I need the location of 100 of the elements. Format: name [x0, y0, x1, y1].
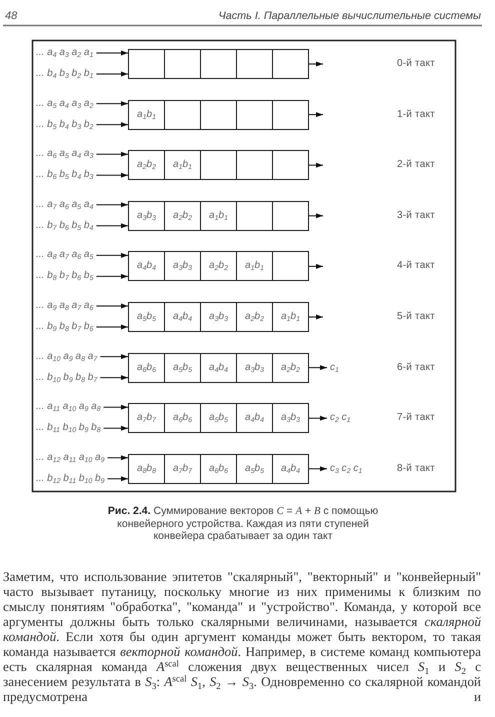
- pipeline-stage: a$_{7}$b$_{7}$: [128, 403, 165, 434]
- pipeline-stage: a$_{8}$b$_{8}$: [128, 454, 165, 484]
- clock-cycle-label: 5-й такт: [397, 311, 435, 323]
- input-sequence: ... b$_{8}$ b$_{7}$ b$_{6}$ b$_{5}$: [36, 270, 94, 282]
- arrow: [96, 202, 128, 208]
- running-header: Часть I. Параллельные вычислительные системы: [218, 10, 481, 22]
- pipeline-stage: a$_{6}$b$_{6}$: [200, 454, 237, 484]
- pipeline-stage: a$_{5}$b$_{5}$: [164, 352, 201, 383]
- pipeline-stage: a$_{3}$b$_{3}$: [200, 302, 237, 332]
- pipeline-stage: a$_{5}$b$_{5}$: [236, 454, 273, 484]
- arrow: [308, 213, 324, 218]
- pipeline-stage: a$_{5}$b$_{5}$: [128, 302, 165, 332]
- input-sequence: ... a$_{5}$ a$_{4}$ a$_{3}$ a$_{2}$: [36, 98, 94, 110]
- pipeline-stage: a$_{3}$b$_{3}$: [236, 352, 273, 383]
- arrow: [96, 172, 128, 178]
- pipeline-stage: a$_{4}$b$_{4}$: [164, 302, 201, 332]
- pipeline-stage: a$_{3}$b$_{3}$: [128, 200, 165, 231]
- arrow: [96, 252, 128, 258]
- output-sequence: c$_{1}$: [330, 362, 339, 374]
- clock-cycle-label: 1-й такт: [397, 108, 435, 121]
- pipeline-stage: a$_{3}$b$_{3}$: [272, 403, 309, 434]
- arrow: [308, 162, 324, 168]
- clock-cycle-label: 6-й такт: [397, 362, 435, 374]
- pipeline-stage: [272, 251, 309, 282]
- arrow: [96, 101, 128, 106]
- pipeline-stage: a$_{2}$b$_{2}$: [272, 352, 309, 383]
- pipeline-stage: a$_{2}$b$_{2}$: [164, 200, 201, 231]
- pipeline-stage: [272, 200, 309, 231]
- pipeline-stage: [128, 49, 165, 79]
- pipeline-stage: [272, 49, 309, 79]
- arrow: [308, 466, 328, 472]
- input-sequence: ... b$_{7}$ b$_{6}$ b$_{5}$ b$_{4}$: [36, 220, 94, 232]
- arrow: [308, 62, 324, 66]
- clock-cycle-label: 0-й такт: [397, 58, 435, 70]
- input-sequence: ... b$_{10}$ b$_{9}$ b$_{8}$ b$_{7}$: [36, 372, 98, 384]
- clock-cycle-label: 8-й такт: [397, 462, 435, 475]
- arrow: [100, 375, 128, 380]
- pipeline-stage: a$_{5}$b$_{5}$: [200, 403, 237, 434]
- clock-cycle-label: 7-й такт: [397, 412, 435, 424]
- input-sequence: ... a$_{10}$ a$_{9}$ a$_{8}$ a$_{7}$: [36, 350, 98, 363]
- arrow: [308, 314, 324, 320]
- body-paragraph: Заметим, что использование эпитетов "скалярный", "векторный" и "конвейерный" часто вызывает путаницу, поскольку многие из них применимы к близким по смыслу понятиям "обработка", "команда" и "устройство". Команда, у которой все аргументы должны быть только скалярными величинами, называется скалярной командой. Если хотя бы один аргумент команды может быть вектором, то такая команда называется векторной командой. Например, в системе команд компьютера есть скалярная команда A$^{scal}$ сложения двух вещественных чисел S$_{1}$ и S$_{2}$ с занесением результата в S$_{3}$: A$^{scal}$ S$_{1}$, S$_{2}$ → S$_{3}$. Одновременно со скалярной командой предусмотрена и: [3, 569, 481, 704]
- arrow: [308, 416, 328, 421]
- pipeline-stage: a$_{3}$b$_{3}$: [164, 251, 201, 282]
- pipeline-stage: [200, 150, 237, 180]
- pipeline-stage: [272, 150, 309, 180]
- input-sequence: ... a$_{4}$ a$_{3}$ a$_{2}$ a$_{1}$: [36, 47, 94, 59]
- clock-cycle-label: 4-й такт: [397, 260, 435, 272]
- output-sequence: c$_{3}$ c$_{2}$ c$_{1}$: [330, 462, 362, 475]
- arrow: [100, 354, 128, 360]
- pipeline-stage: [272, 100, 309, 130]
- pipeline-stage: a$_{1}$b$_{1}$: [164, 150, 201, 180]
- input-sequence: ... a$_{7}$ a$_{6}$ a$_{5}$ a$_{4}$: [36, 198, 94, 211]
- pipeline-stage: [236, 150, 273, 180]
- pipeline-stage: a$_{1}$b$_{1}$: [236, 251, 273, 282]
- arrow: [107, 455, 128, 460]
- pipeline-stage: a$_{1}$b$_{1}$: [200, 200, 237, 231]
- figure-caption: Рис. 2.4. Суммирование векторов C = A + B с помощью конвейерного устройства. Каждая из пяти ступеней конвейера срабатывает за один такт: [106, 505, 380, 542]
- pipeline-stage: a$_{4}$b$_{4}$: [200, 352, 237, 383]
- pipeline-stage: a$_{7}$b$_{7}$: [164, 454, 201, 484]
- page-number: 48: [5, 10, 18, 22]
- pipeline-stage: [164, 100, 201, 130]
- arrow: [107, 476, 128, 482]
- pipeline-stage: [236, 49, 273, 79]
- input-sequence: ... b$_{9}$ b$_{8}$ b$_{7}$ b$_{6}$: [36, 321, 94, 333]
- arrow: [96, 324, 128, 330]
- pipeline-stage: a$_{1}$b$_{1}$: [272, 302, 309, 332]
- pipeline-stage: a$_{1}$b$_{1}$: [128, 100, 165, 130]
- input-sequence: ... a$_{12}$ a$_{11}$ a$_{10}$ a$_{9}$: [36, 452, 104, 464]
- arrow: [96, 304, 128, 308]
- pipeline-stage: [200, 49, 237, 79]
- arrow: [96, 152, 128, 157]
- clock-cycle-label: 3-й такт: [397, 210, 435, 222]
- arrow: [96, 274, 128, 279]
- pipeline-stage: a$_{2}$b$_{2}$: [128, 150, 165, 180]
- pipeline-stage: a$_{2}$b$_{2}$: [200, 251, 237, 282]
- input-sequence: ... a$_{6}$ a$_{5}$ a$_{4}$ a$_{3}$: [36, 148, 94, 160]
- pipeline-stage: a$_{4}$b$_{4}$: [236, 403, 273, 434]
- input-sequence: ... b$_{11}$ b$_{10}$ b$_{9}$ b$_{8}$: [36, 422, 101, 434]
- arrow: [308, 264, 324, 269]
- pipeline-stage: a$_{4}$b$_{4}$: [272, 454, 309, 484]
- input-sequence: ... b$_{12}$ b$_{11}$ b$_{10}$ b$_{9}$: [36, 472, 104, 485]
- input-sequence: ... b$_{5}$ b$_{4}$ b$_{3}$ b$_{2}$: [36, 118, 94, 131]
- pipeline-stage: a$_{6}$b$_{6}$: [164, 403, 201, 434]
- pipeline-stage: a$_{2}$b$_{2}$: [236, 302, 273, 332]
- input-sequence: ... a$_{9}$ a$_{8}$ a$_{7}$ a$_{6}$: [36, 300, 94, 312]
- input-sequence: ... a$_{8}$ a$_{7}$ a$_{6}$ a$_{5}$: [36, 249, 94, 262]
- arrow: [96, 72, 128, 76]
- arrow: [103, 404, 128, 410]
- pipeline-stage: [200, 100, 237, 130]
- arrow: [308, 112, 324, 118]
- clock-cycle-label: 2-й такт: [397, 159, 435, 172]
- pipeline-stage: [236, 100, 273, 130]
- arrow: [308, 365, 328, 370]
- input-sequence: ... a$_{11}$ a$_{10}$ a$_{9}$ a$_{8}$: [36, 401, 101, 414]
- pipeline-stage: a$_{6}$b$_{6}$: [128, 352, 165, 383]
- pipeline-stage: a$_{4}$b$_{4}$: [128, 251, 165, 282]
- output-sequence: c$_{2}$ c$_{1}$: [330, 412, 351, 424]
- arrow: [96, 122, 128, 128]
- arrow: [96, 223, 128, 228]
